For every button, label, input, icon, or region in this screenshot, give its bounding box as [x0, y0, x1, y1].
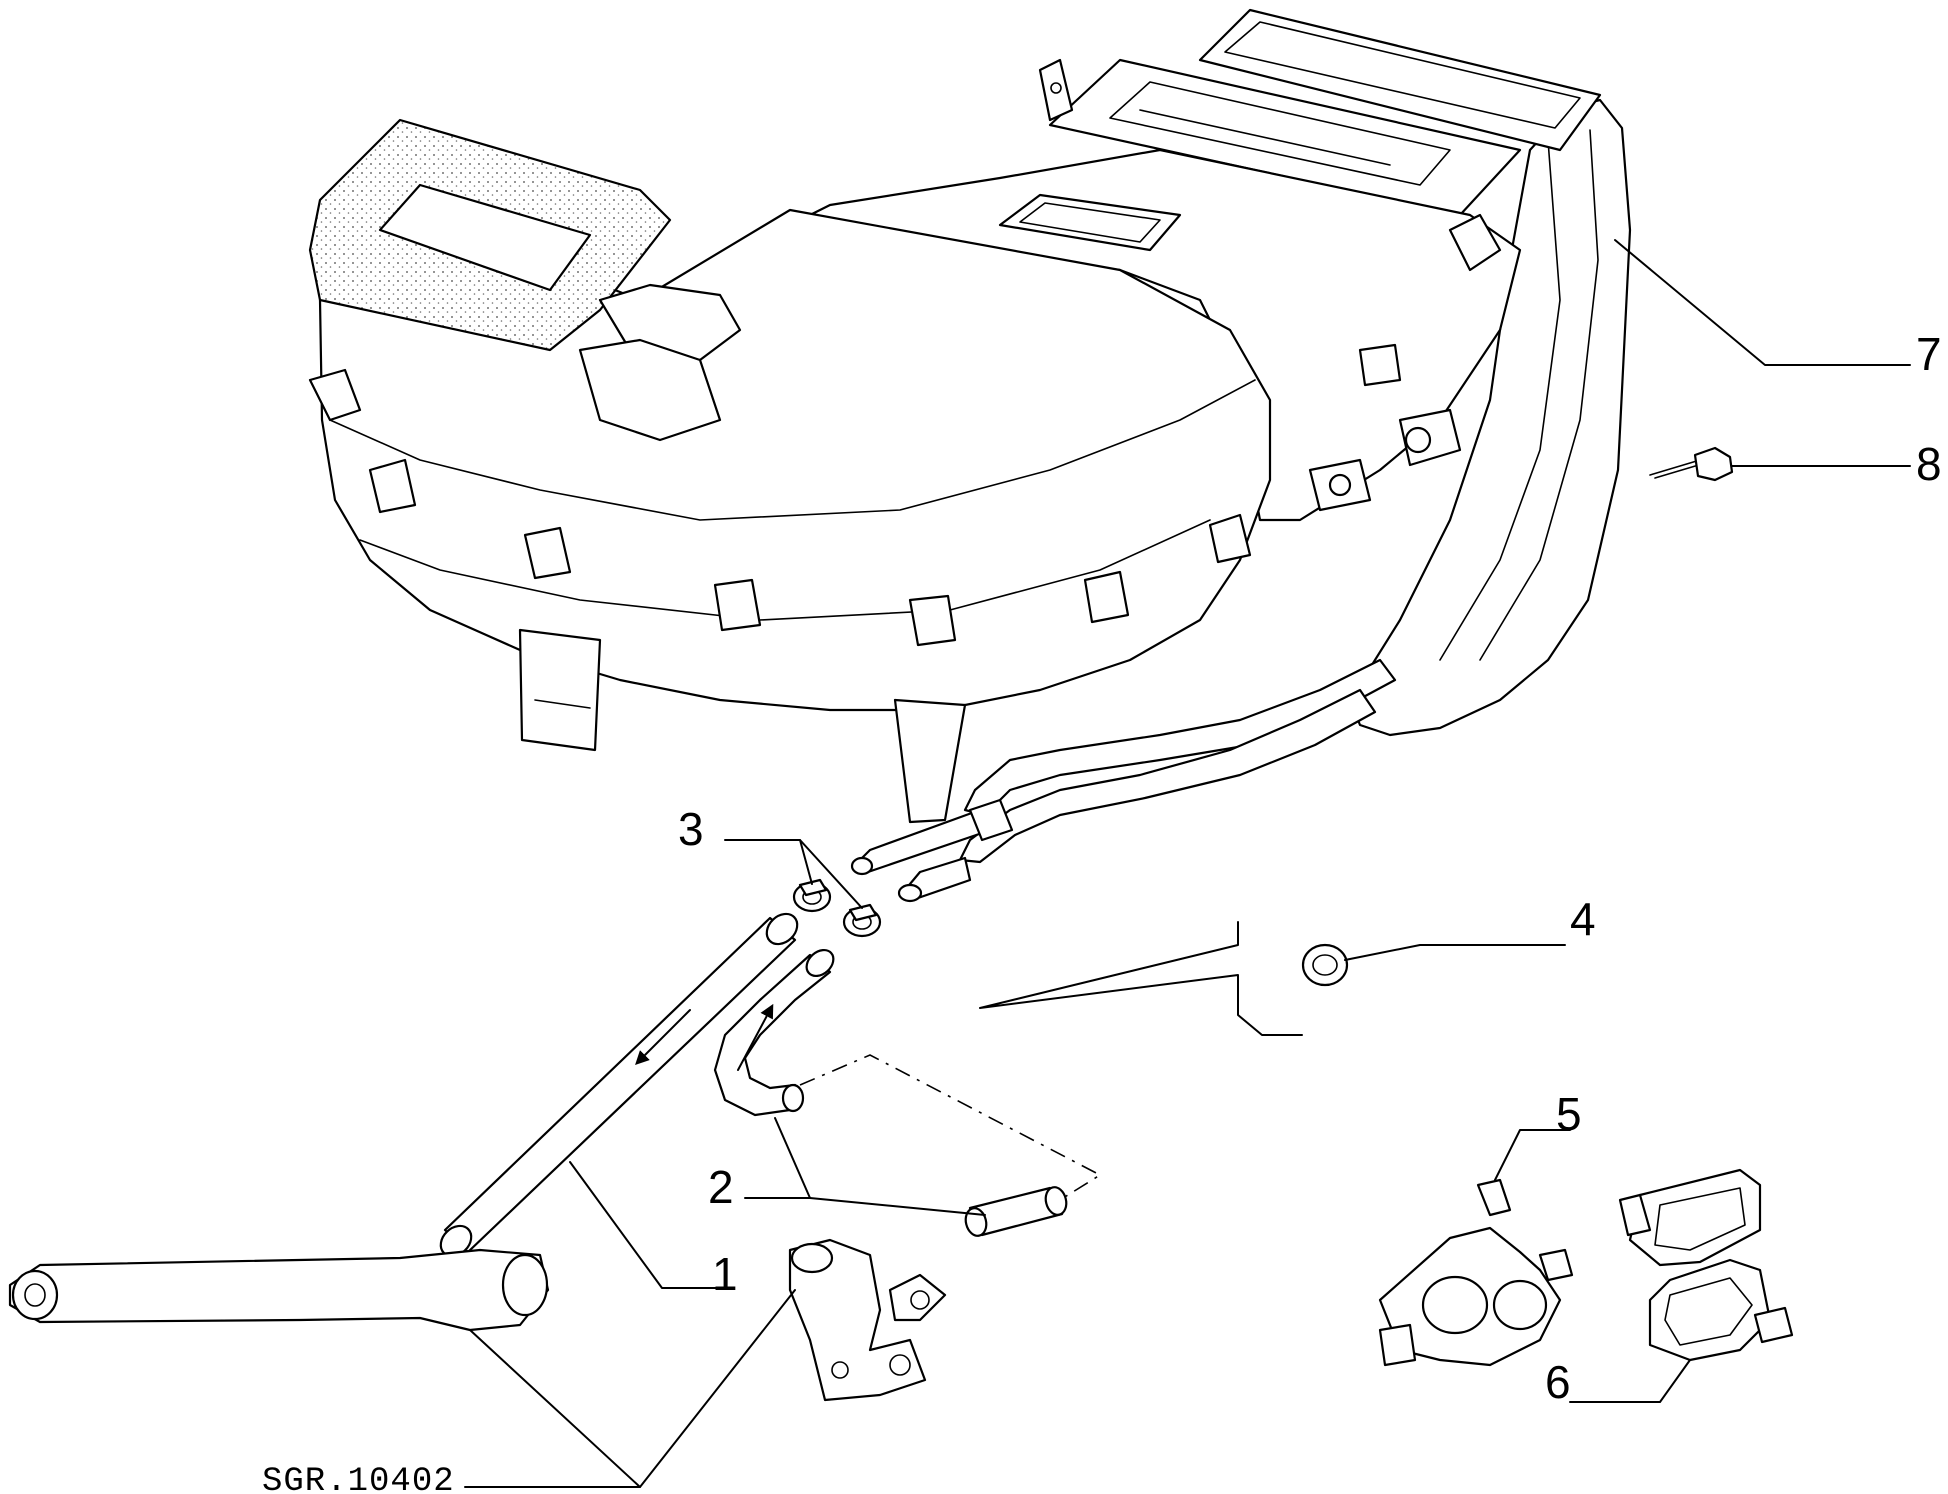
pipe-clip-open [1618, 1168, 1794, 1362]
hose-clamps [792, 878, 882, 938]
callout-5: 5 [1556, 1088, 1582, 1140]
housing-side-panel [1348, 98, 1632, 737]
callout-3: 3 [678, 803, 704, 855]
grommet [979, 921, 1349, 1036]
assembly-guide-line [799, 1054, 1102, 1201]
callout-7: 7 [1916, 328, 1942, 380]
air-mix-linkage [1308, 213, 1502, 512]
pipe-fitting-tee [788, 1238, 947, 1402]
callout-2: 2 [708, 1161, 734, 1213]
coolant-return-pipe [8, 1248, 550, 1332]
mounting-tab-top [1038, 58, 1074, 122]
flange-tabs [308, 368, 1252, 647]
callout-4: 4 [1570, 893, 1596, 945]
callout-1: 1 [712, 1248, 738, 1300]
drawing-reference-code: SGR.10402 [262, 1463, 455, 1494]
fixing-bolt [1649, 446, 1734, 482]
air-inlet-opening [378, 183, 592, 292]
support-foot-left [518, 628, 602, 752]
callout-8: 8 [1916, 438, 1942, 490]
heater-housing-assembly [308, 8, 1632, 903]
callout-6: 6 [1545, 1356, 1571, 1408]
center-vent-outlet [998, 193, 1182, 252]
callout-labels: 7 8 3 4 5 6 2 1 SGR.10402 [262, 328, 1942, 1494]
support-foot-center [893, 698, 967, 824]
hose-bent [713, 948, 1068, 1237]
pipe-clip-double [1378, 1178, 1574, 1367]
leader-lines [464, 239, 1911, 1488]
